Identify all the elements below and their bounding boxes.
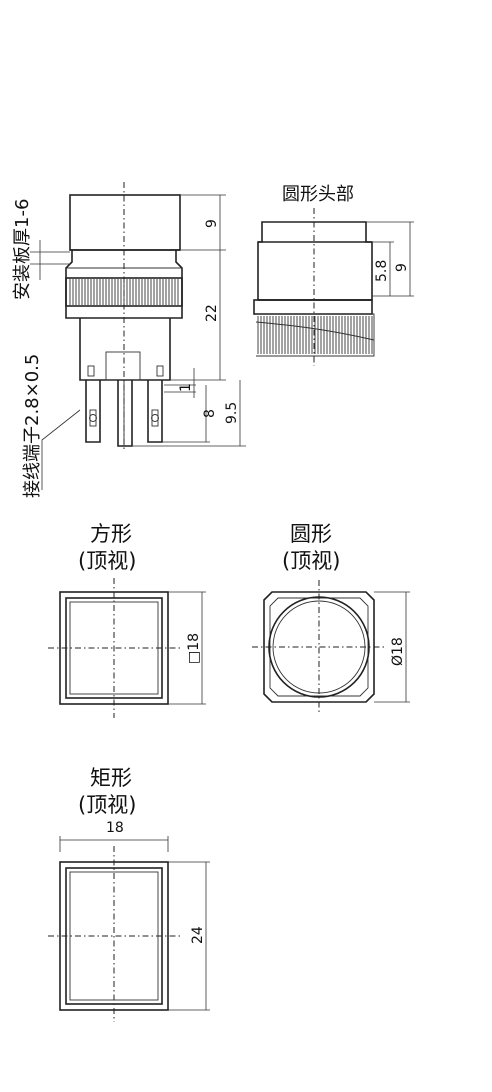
panel-thickness-label: 安装板厚1-6 <box>12 199 33 300</box>
round-head-view: 圆形头部 5.8 9 <box>253 184 414 366</box>
button-cap <box>69 194 181 251</box>
rect-title-2: (顶视) <box>78 793 136 817</box>
round-top-view: 圆形 (顶视) Ø18 <box>252 522 410 714</box>
dim-5-8: 5.8 <box>374 260 390 282</box>
square-dim: □18 <box>186 633 202 664</box>
switch-body <box>79 318 171 381</box>
rect-dim-h: 24 <box>190 926 206 944</box>
square-title-1: 方形 <box>90 522 132 546</box>
rect-dim-w: 18 <box>106 820 124 836</box>
dim-9-round: 9 <box>394 263 410 272</box>
round-head-title: 圆形头部 <box>282 184 354 205</box>
dim-8: 8 <box>202 409 218 418</box>
dim-22: 22 <box>204 304 220 322</box>
rect-top-view: 矩形 (顶视) 18 24 <box>48 766 210 1022</box>
dim-9-5: 9.5 <box>224 402 240 424</box>
side-view: 安装板厚1-6 接线端子2.8×0.5 9 22 1 8 9.5 <box>12 182 246 498</box>
terminal-label: 接线端子2.8×0.5 <box>22 354 43 498</box>
round-dim: Ø18 <box>390 637 406 666</box>
round-title-2: (顶视) <box>282 549 340 573</box>
rect-title-1: 矩形 <box>90 766 132 790</box>
square-top-view: 方形 (顶视) □18 <box>48 522 206 718</box>
round-title-1: 圆形 <box>290 522 332 546</box>
dim-9-cap: 9 <box>204 219 220 228</box>
round-cap <box>257 221 373 301</box>
dim-1: 1 <box>178 383 194 392</box>
square-title-2: (顶视) <box>78 549 136 573</box>
